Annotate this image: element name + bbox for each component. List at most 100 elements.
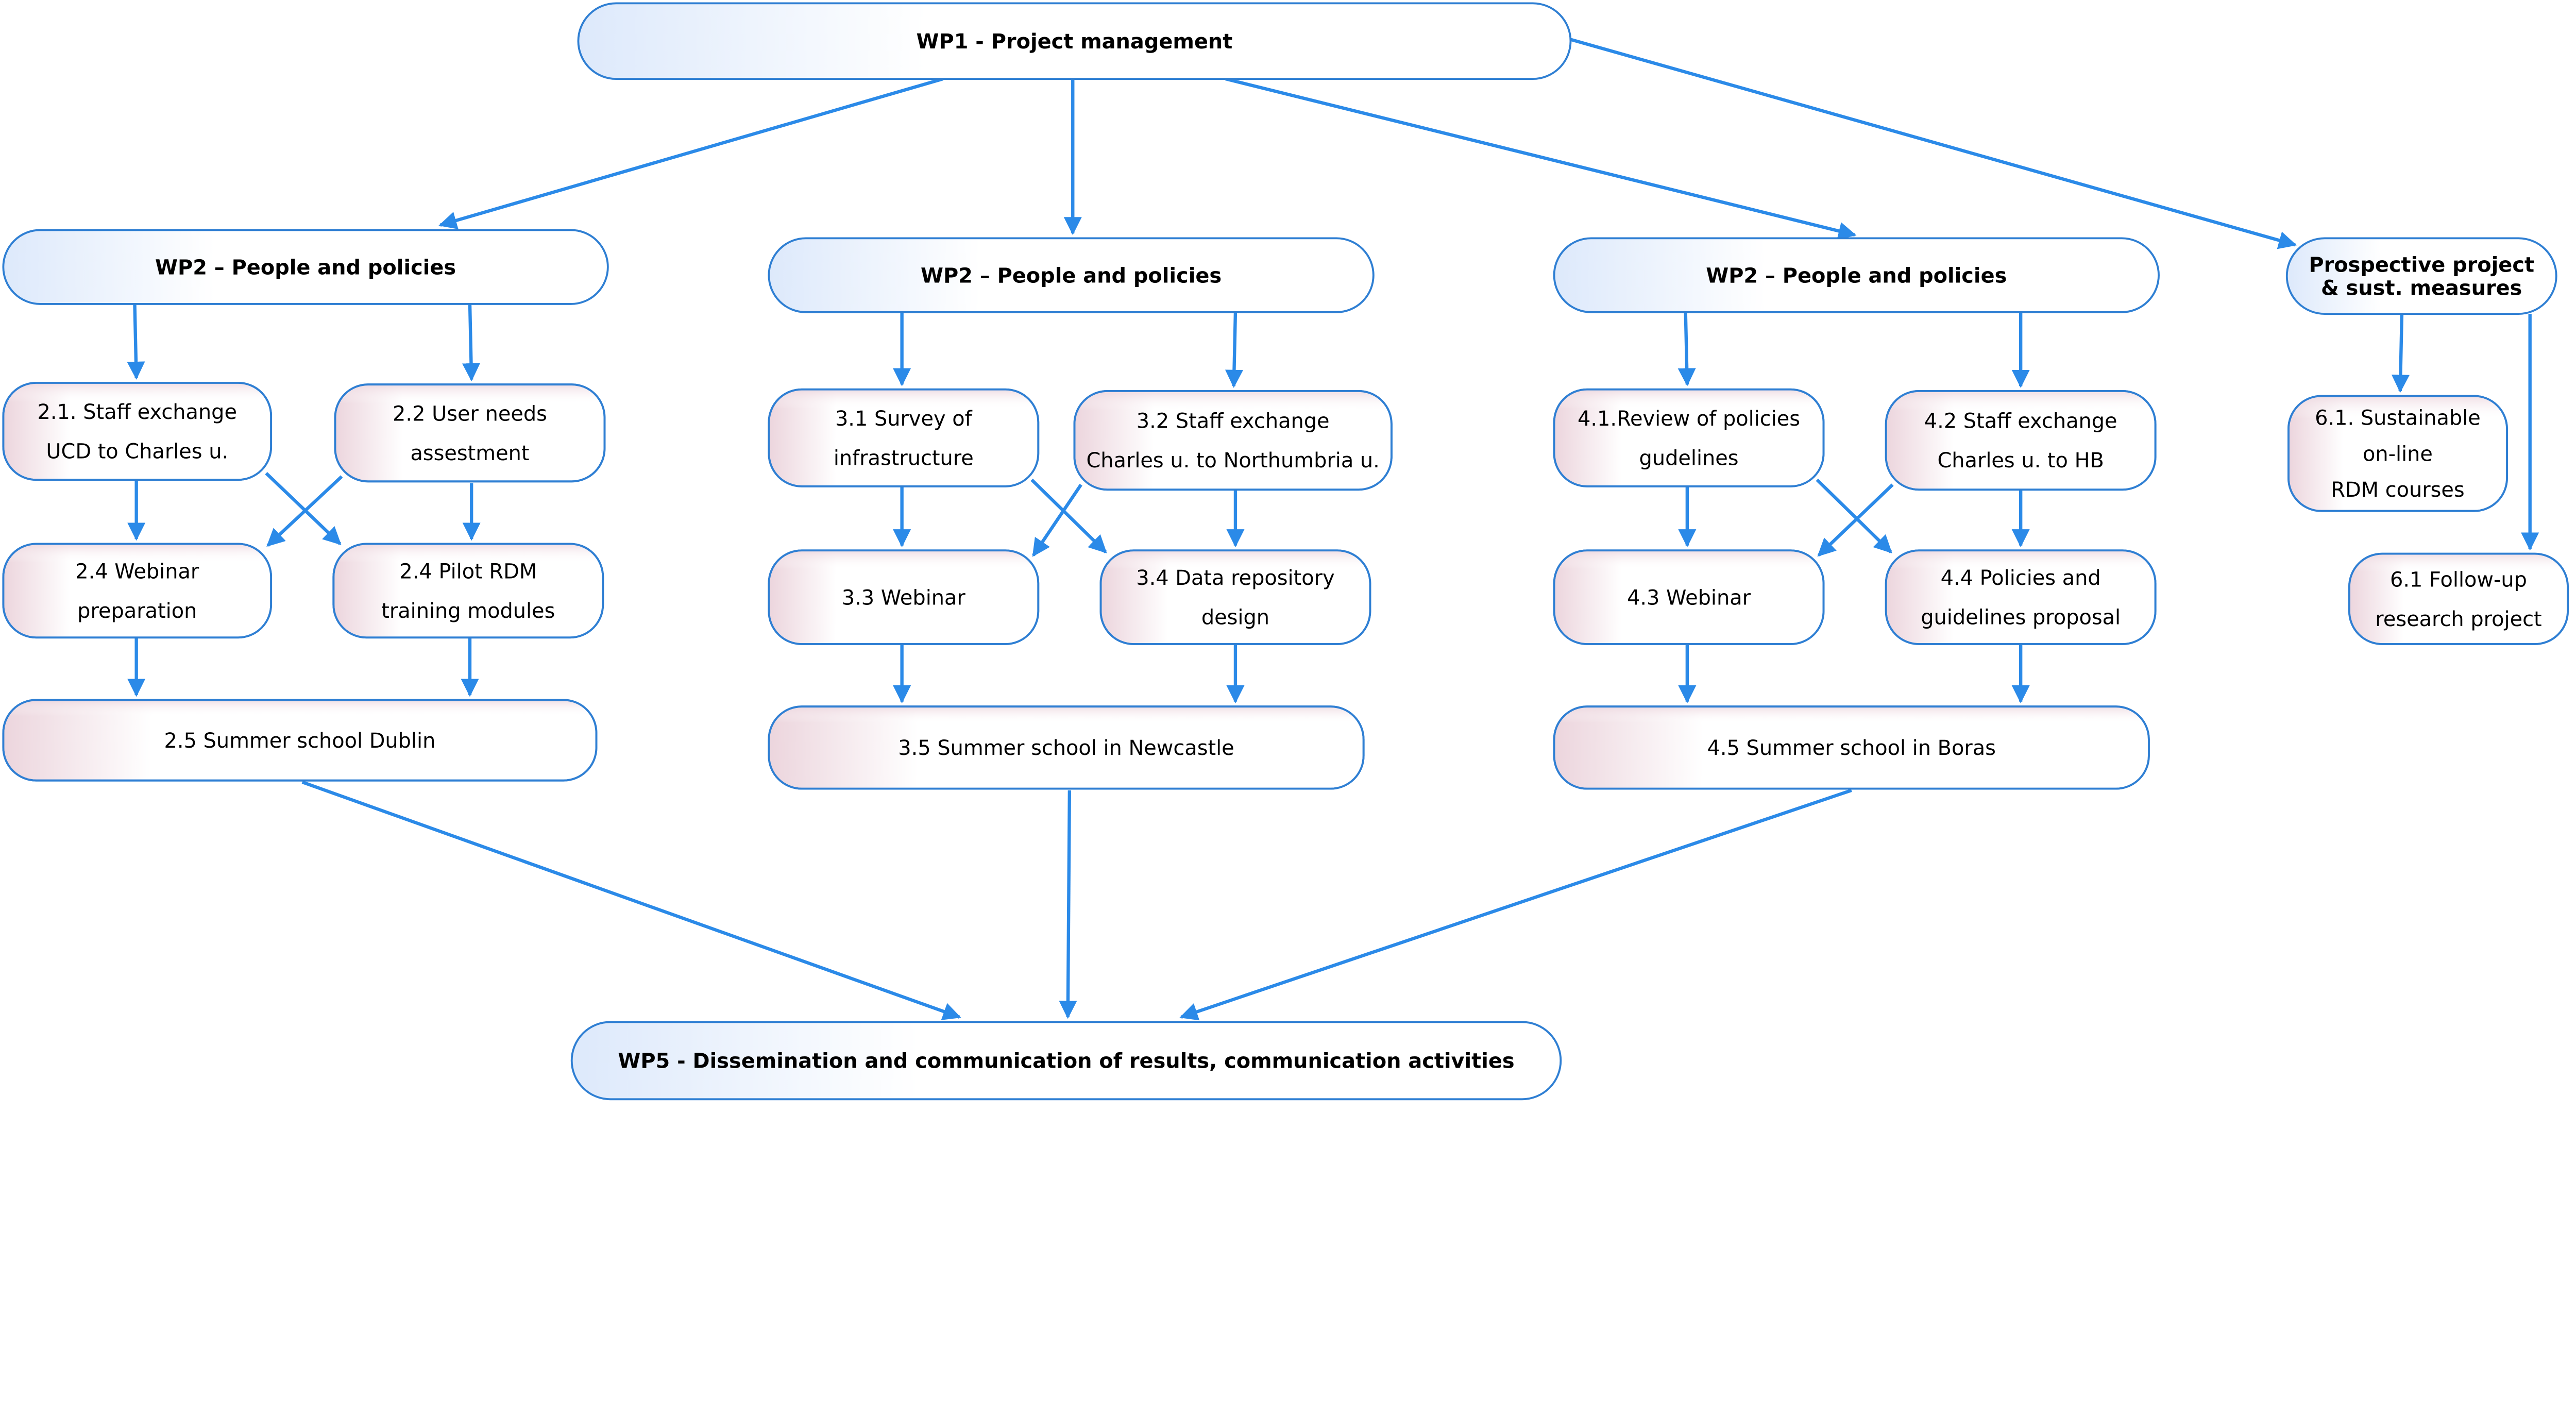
node-label: 3.1 Survey of <box>835 407 973 431</box>
node-label: 3.3 Webinar <box>842 586 966 610</box>
node-label: UCD to Charles u. <box>46 440 228 464</box>
arrow-wp2a-to-t22 <box>462 303 481 382</box>
arrow-t41-to-t44 <box>1816 478 1892 553</box>
node-prosp: Prospective project& sust. measures <box>2285 237 2557 315</box>
node-box-shade <box>1553 388 1825 487</box>
node-t22: 2.2 User needs assestment <box>334 383 606 483</box>
arrow-t22-to-t24w <box>266 475 343 547</box>
node-box <box>2 229 609 305</box>
node-box-shade <box>2 699 598 782</box>
arrow-t25-to-wp5 <box>301 780 961 1020</box>
node-box-shade <box>768 549 1040 645</box>
node-box-shade <box>1099 549 1371 645</box>
node-label: & sust. measures <box>2321 276 2522 300</box>
node-t61b: 6.1 Follow-up research project <box>2348 552 2569 645</box>
node-t24p: 2.4 Pilot RDM training modules <box>332 543 604 639</box>
node-wp2b: WP2 – People and policies <box>768 237 1375 313</box>
arrow-t42-to-t43 <box>1817 483 1894 557</box>
node-label: 6.1. Sustainable <box>2315 407 2481 430</box>
node-t41: 4.1.Review of policies gudelines <box>1553 388 1825 487</box>
node-label: 2.1. Staff exchange <box>38 400 237 424</box>
node-box <box>570 1021 1562 1101</box>
arrow-prosp-to-t61a <box>2391 313 2410 393</box>
node-label: 4.5 Summer school in Boras <box>1707 736 1996 760</box>
node-t33: 3.3 Webinar <box>768 549 1040 645</box>
node-box-shade <box>334 383 606 483</box>
arrow-wp2c-to-t41 <box>1677 312 1696 386</box>
node-label: preparation <box>77 599 197 623</box>
node-wp1: WP1 - Project management <box>577 2 1572 80</box>
node-box-shade <box>1885 549 2157 645</box>
node-box-shade <box>332 543 604 639</box>
node-t31: 3.1 Survey of infrastructure <box>768 388 1040 487</box>
node-label: RDM courses <box>2331 478 2464 502</box>
arrow-t35-to-wp5 <box>1059 790 1077 1019</box>
node-box <box>2285 237 2557 315</box>
node-t45: 4.5 Summer school in Boras <box>1553 705 2150 790</box>
node-box-shade <box>1073 390 1393 491</box>
node-label: Charles u. to HB <box>1937 449 2104 473</box>
arrow-wp1-to-prosp <box>1570 38 2297 249</box>
node-t44: 4.4 Policies and guidelines proposal <box>1885 549 2157 645</box>
node-label: 3.5 Summer school in Newcastle <box>898 736 1234 760</box>
node-box-shade <box>2348 552 2569 645</box>
node-label: 2.5 Summer school Dublin <box>164 729 436 753</box>
arrow-t45-to-wp5 <box>1179 788 1852 1021</box>
arrow-t32-to-t33 <box>1032 483 1082 557</box>
node-label: gudelines <box>1639 446 1739 470</box>
node-box <box>577 2 1572 80</box>
node-box-shade <box>768 705 1365 790</box>
node-label: 3.4 Data repository <box>1136 566 1334 590</box>
node-label: 2.2 User needs <box>393 402 547 426</box>
node-box-shade <box>1885 390 2157 491</box>
arrow-t21-to-t24p <box>265 472 342 545</box>
node-label: WP5 - Dissemination and communication of… <box>618 1050 1514 1073</box>
node-label: WP1 - Project management <box>917 30 1233 54</box>
arrows <box>127 38 2539 1021</box>
node-wp2a: WP2 – People and policies <box>2 229 609 305</box>
node-label: on-line <box>2363 442 2433 466</box>
node-t43: 4.3 Webinar <box>1553 549 1825 645</box>
node-label: 4.4 Policies and <box>1941 566 2101 590</box>
node-label: 4.3 Webinar <box>1627 586 1751 610</box>
node-label: 2.4 Webinar <box>75 560 199 583</box>
arrow-wp2a-to-t21 <box>127 303 145 380</box>
arrow-wp2b-to-t32 <box>1225 312 1243 388</box>
node-label: 2.4 Pilot RDM <box>399 560 537 583</box>
node-label: WP2 – People and policies <box>155 256 456 280</box>
node-t35: 3.5 Summer school in Newcastle <box>768 705 1365 790</box>
node-label: Prospective project <box>2309 254 2534 277</box>
node-label: assestment <box>410 442 529 465</box>
node-box <box>1553 237 2160 313</box>
node-t25: 2.5 Summer school Dublin <box>2 699 598 782</box>
node-label: Charles u. to Northumbria u. <box>1086 449 1379 473</box>
node-box-shade <box>2 543 273 639</box>
node-label: guidelines proposal <box>1921 606 2121 630</box>
node-box-shade <box>2287 395 2508 512</box>
node-box <box>768 237 1375 313</box>
node-label: WP2 – People and policies <box>921 264 1222 288</box>
node-label: 3.2 Staff exchange <box>1137 410 1330 433</box>
arrow-wp1-to-wp2c <box>1225 77 1857 240</box>
node-label: 4.2 Staff exchange <box>1924 410 2117 433</box>
node-box-shade <box>1553 705 2150 790</box>
node-box-shade <box>2 382 273 481</box>
node-label: training modules <box>381 599 555 623</box>
arrow-t31-to-t34 <box>1030 478 1107 553</box>
node-t24w: 2.4 Webinar preparation <box>2 543 273 639</box>
node-label: WP2 – People and policies <box>1706 264 2007 288</box>
node-label: research project <box>2375 608 2541 631</box>
node-label: infrastructure <box>834 446 974 470</box>
arrow-wp1-to-wp2a <box>438 77 944 229</box>
node-label: 4.1.Review of policies <box>1578 407 1800 431</box>
node-box-shade <box>1553 549 1825 645</box>
node-box-shade <box>768 388 1040 487</box>
node-label: 6.1 Follow-up <box>2390 568 2527 592</box>
